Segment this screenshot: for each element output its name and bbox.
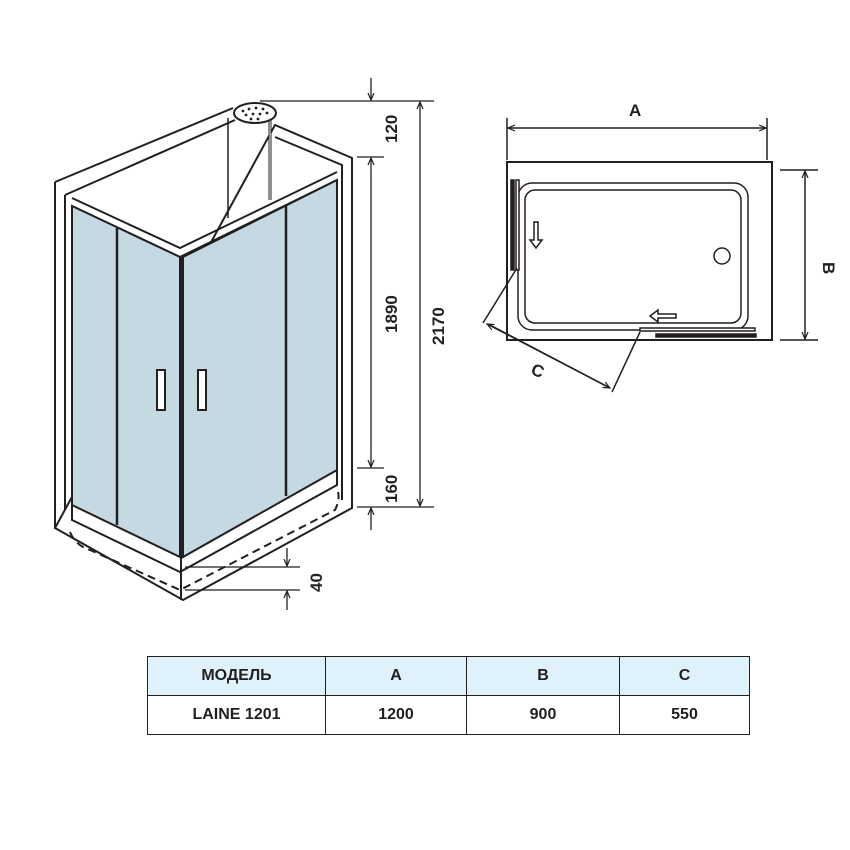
dim-40-label: 40 xyxy=(307,573,326,592)
table-cell: 550 xyxy=(619,695,750,735)
plan-label-a: A xyxy=(629,101,641,120)
plan-view xyxy=(482,118,818,393)
dim-120-label: 120 xyxy=(382,115,401,143)
shower-cabin-diagram: 120 1890 160 2170 40 A B C xyxy=(53,78,838,610)
dim-1890-label: 1890 xyxy=(382,295,401,333)
height-dimensions xyxy=(185,78,434,610)
table-cell: 1200 xyxy=(325,695,467,735)
dim-2170-label: 2170 xyxy=(429,307,448,345)
table-header: B xyxy=(466,656,620,696)
table-cell: 900 xyxy=(466,695,620,735)
plan-label-b: B xyxy=(819,262,838,274)
door-handle-right xyxy=(197,369,207,411)
model-dimensions-table: МОДЕЛЬ A B C LAINE 1201 1200 900 550 xyxy=(147,656,750,735)
drain-icon xyxy=(713,247,731,265)
door-handle-left xyxy=(156,369,166,411)
table-cell: LAINE 1201 xyxy=(147,695,326,735)
dim-160-label: 160 xyxy=(382,475,401,503)
isometric-cabin xyxy=(53,102,353,602)
table-header: C xyxy=(619,656,750,696)
table-row: LAINE 1201 1200 900 550 xyxy=(147,695,750,735)
table-header: МОДЕЛЬ xyxy=(147,656,326,696)
slide-arrow-down-icon xyxy=(528,221,544,250)
table-header-row: МОДЕЛЬ A B C xyxy=(147,656,750,696)
shower-head-icon xyxy=(233,102,277,124)
slide-arrow-left-icon xyxy=(648,308,677,324)
plan-label-c: C xyxy=(529,360,547,382)
table-header: A xyxy=(325,656,467,696)
